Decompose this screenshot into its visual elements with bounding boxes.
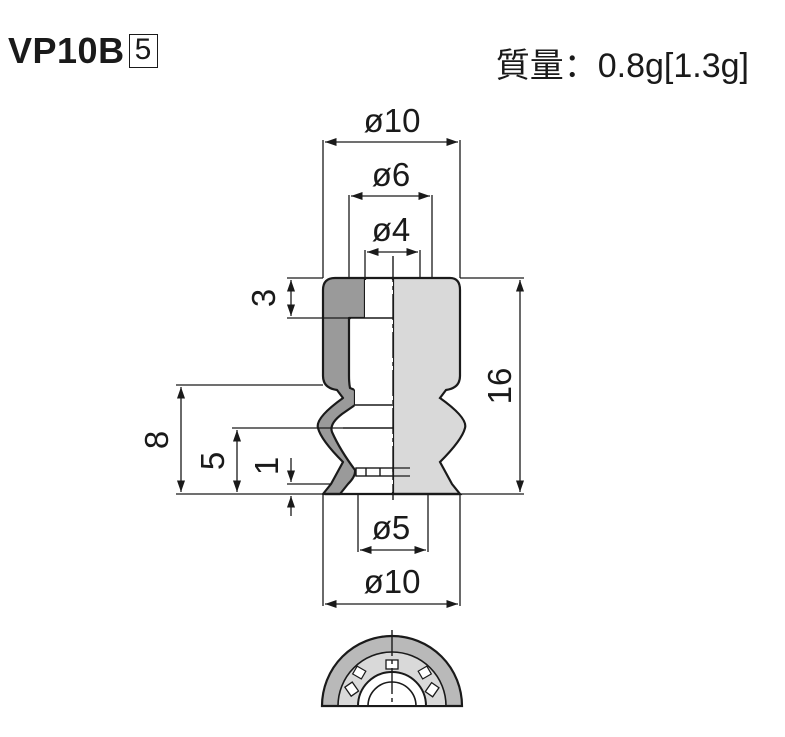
model-name: VP10B xyxy=(8,30,125,71)
label-height5: 5 xyxy=(194,452,231,470)
pad-bottom-view xyxy=(320,630,464,708)
model-code-box: 5 xyxy=(128,34,158,68)
label-height1: 1 xyxy=(248,457,285,475)
mass-value: 0.8g[1.3g] xyxy=(597,47,749,85)
label-bottom-dia10: ø10 xyxy=(364,563,421,600)
mass-label: 質量： xyxy=(495,47,598,85)
label-height8: 8 xyxy=(138,431,175,449)
label-height16: 16 xyxy=(481,368,518,405)
label-top-dia10: ø10 xyxy=(364,102,421,139)
label-height3: 3 xyxy=(245,289,282,307)
model-title: VP10B 5 xyxy=(8,30,158,72)
pad-inner-bore xyxy=(340,280,393,492)
mass-spec: 質量：0.8g[1.3g] xyxy=(496,38,749,87)
pad-body-exterior xyxy=(391,276,467,496)
label-dia6: ø6 xyxy=(372,156,411,193)
label-dia4: ø4 xyxy=(372,211,411,248)
label-bottom-dia5: ø5 xyxy=(372,509,411,546)
